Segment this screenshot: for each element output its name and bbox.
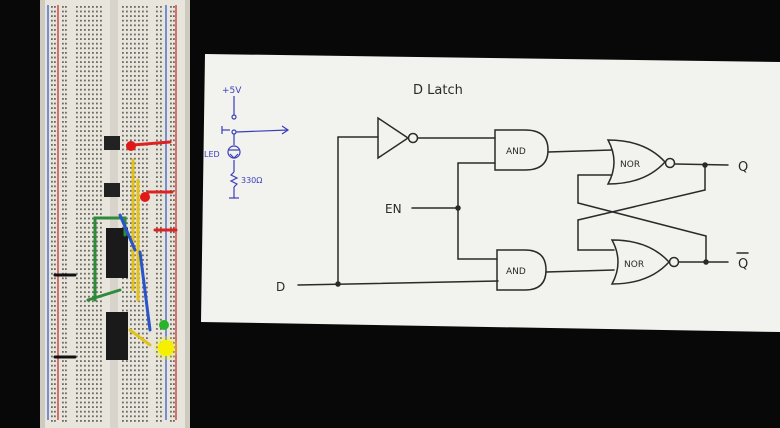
breadboard-holes — [51, 6, 175, 422]
ic-chip-bottom — [106, 312, 128, 360]
diagram-title: D Latch — [413, 83, 463, 98]
jumper-wires — [53, 140, 178, 359]
led-label: LED — [204, 150, 220, 159]
output-q-label: Q — [738, 160, 748, 175]
input-en-label: EN — [385, 202, 402, 216]
and-gate-top-label: AND — [506, 147, 526, 157]
and-gate-bottom-label: AND — [506, 267, 526, 277]
d-latch-diagram: D Latch D EN AND AND NOR — [276, 83, 749, 294]
led-green — [159, 320, 169, 330]
nor-gate-bottom — [610, 239, 671, 285]
led-yellow-lit — [158, 340, 174, 356]
breadboard — [40, 0, 190, 428]
led-circuit-sketch: +5V LED 330Ω — [204, 86, 290, 199]
pushbutton-bottom — [104, 183, 120, 197]
and-gate-top — [494, 129, 549, 171]
led-red-middle — [140, 192, 150, 202]
led-red-top — [126, 141, 136, 151]
and-gate-bottom — [496, 249, 547, 291]
paper-sheet — [201, 54, 780, 332]
nor-gate-top-label: NOR — [620, 160, 640, 170]
output-q-bar-label: Q — [738, 257, 748, 272]
resistor-label: 330Ω — [241, 176, 262, 185]
nor-gate-top-bubble — [664, 157, 676, 169]
input-d-label: D — [276, 280, 285, 294]
not-gate — [377, 116, 410, 160]
pushbutton-top — [104, 136, 120, 150]
nor-gate-top — [606, 139, 667, 185]
nor-gate-bottom-label: NOR — [624, 260, 644, 270]
ic-chip-top — [106, 228, 128, 278]
supply-label: +5V — [222, 86, 242, 96]
